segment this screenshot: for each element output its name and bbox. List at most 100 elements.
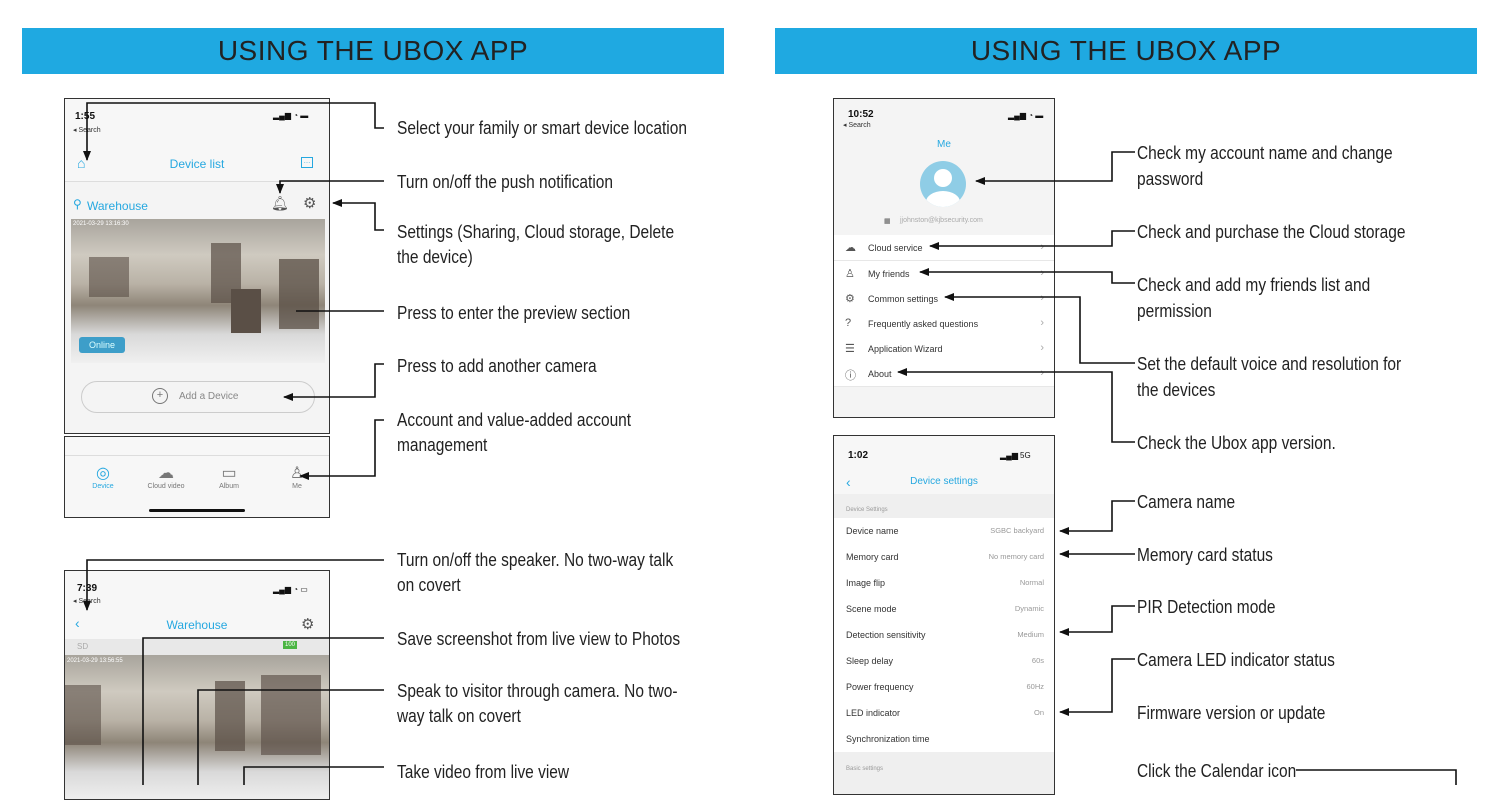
notification-bell-icon[interactable]: 🔔︎ (271, 195, 289, 211)
annotation: Settings (Sharing, Cloud storage, Delete (397, 222, 675, 242)
row-synchronization-time[interactable]: Synchronization time (834, 726, 1054, 752)
live-view-title: Warehouse (166, 618, 228, 632)
settings-gear-icon[interactable]: ⚙ (303, 195, 317, 212)
live-video-feed[interactable]: 2021-03-29 13:56:55 (65, 655, 329, 799)
add-plus-icon: + (152, 388, 168, 404)
annotation: PIR Detection mode (1137, 597, 1276, 617)
menu-label: Cloud service (868, 243, 923, 253)
avatar[interactable] (920, 161, 966, 207)
quality-label[interactable]: SD (77, 642, 89, 651)
camera-timestamp: 2021-03-29 13:16:30 (73, 221, 129, 227)
section-basic-settings: Basic settings (846, 766, 884, 772)
menu-label: Frequently asked questions (868, 319, 979, 329)
annotation: permission (1137, 301, 1212, 321)
live-view-screenshot: 7:39 ◂ Search ▂▄▆ ◔ ▭ ‹ Warehouse ⚙ SD 1… (64, 570, 330, 800)
annotation: Account and value-added account (397, 410, 632, 430)
tab-album[interactable]: ▭ Album (209, 463, 249, 490)
row-scene-mode[interactable]: Scene mode Dynamic (834, 596, 1054, 622)
status-icons: ▂▄▆ ◔ ▬ (273, 111, 309, 120)
status-icons: ▂▄▆ ◔ ▭ (273, 585, 308, 594)
add-device-label: Add a Device (179, 391, 239, 402)
device-settings-title: Device settings (910, 476, 978, 487)
qr-icon[interactable]: ▦ (884, 218, 891, 225)
menu-my-friends[interactable]: ♙My friends› (834, 261, 1054, 287)
settings-gear-icon[interactable]: ⚙ (301, 616, 315, 633)
annotation: the device) (397, 247, 473, 267)
row-label: Image flip (846, 578, 886, 588)
section-device-settings: Device Settings (846, 507, 888, 513)
annotation: Turn on/off the speaker. No two-way talk (397, 550, 674, 570)
chevron-right-icon: › (1040, 342, 1044, 354)
annotation: Turn on/off the push notification (397, 172, 614, 192)
location-pin-icon: ⚲ (73, 197, 82, 211)
chevron-right-icon: › (1040, 367, 1044, 379)
device-settings-screenshot: 1:02 ▂▄▆ 5G ‹ Device settings Device Set… (833, 435, 1055, 795)
me-title: Me (937, 139, 951, 150)
row-value: 60s (1031, 656, 1044, 665)
chevron-right-icon: › (1040, 317, 1044, 329)
annotation: Press to add another camera (397, 356, 597, 376)
sliders-icon: ☰ (845, 343, 855, 355)
menu-about[interactable]: ⓘ About › (834, 361, 1054, 387)
row-label: Scene mode (846, 604, 897, 614)
album-icon: ▭ (221, 465, 237, 482)
annotation: Save screenshot from live view to Photos (397, 629, 681, 649)
tab-bar-screenshot: ◎ Device ☁ Cloud video ▭ Album ♙ Me (64, 436, 330, 518)
friends-icon: ♙ (845, 268, 855, 280)
row-value: On (1033, 708, 1044, 717)
home-icon[interactable]: ⌂ (77, 155, 86, 171)
tab-album-label: Album (219, 483, 239, 490)
row-sleep-delay[interactable]: Sleep delay 60s (834, 648, 1054, 674)
menu-label: Application Wizard (868, 344, 943, 354)
menu-faq[interactable]: ?Frequently asked questions› (834, 311, 1054, 337)
annotation: Click the Calendar icon (1137, 761, 1297, 781)
camera-thumbnail[interactable]: 2021-03-29 13:16:30 Online (71, 219, 325, 363)
row-value: Normal (1019, 578, 1044, 587)
menu-cloud-service[interactable]: ☁Cloud service› (834, 235, 1054, 261)
more-icon[interactable]: … (301, 157, 313, 168)
annotation: Camera name (1137, 492, 1236, 512)
cloud-video-icon: ☁ (158, 465, 174, 482)
row-value: Dynamic (1014, 604, 1044, 613)
annotation: Check and purchase the Cloud storage (1137, 222, 1406, 242)
location-name[interactable]: Warehouse (87, 199, 148, 213)
tab-device[interactable]: ◎ Device (83, 463, 123, 490)
annotation: management (397, 435, 488, 455)
chevron-right-icon: › (1040, 267, 1044, 279)
annotation: Select your family or smart device locat… (397, 118, 687, 138)
annotation: Check and add my friends list and (1137, 275, 1371, 295)
status-icons: ▂▄▆ ◔ ▬ (1008, 111, 1044, 120)
device-list-screenshot: 1:55 ◂ Search ▂▄▆ ◔ ▬ ⌂ Device list … ⚲ … (64, 98, 330, 434)
annotation: way talk on covert (397, 706, 521, 726)
row-label: Synchronization time (846, 734, 930, 744)
right-banner: USING THE UBOX APP (775, 28, 1477, 74)
status-icons: ▂▄▆ (1000, 451, 1018, 460)
battery-badge: 100 (283, 641, 298, 649)
status-time: 1:02 (848, 450, 869, 461)
left-banner: USING THE UBOX APP (22, 28, 724, 74)
back-chevron-icon[interactable]: ‹ (846, 474, 851, 490)
annotation: Speak to visitor through camera. No two- (397, 681, 678, 701)
status-time: 1:55 (75, 111, 96, 122)
info-icon: ⓘ (845, 370, 856, 382)
annotation: Set the default voice and resolution for (1137, 354, 1402, 374)
device-tab-icon: ◎ (96, 465, 110, 482)
row-label: Sleep delay (846, 656, 894, 666)
chevron-right-icon: › (1040, 292, 1044, 304)
tab-device-label: Device (92, 483, 114, 490)
back-chevron-icon[interactable]: ‹ (75, 615, 80, 631)
online-badge: Online (79, 337, 126, 353)
row-value: No memory card (988, 552, 1044, 561)
tab-cloud-video[interactable]: ☁ Cloud video (143, 463, 189, 490)
account-email: jjohnston@kjbsecurity.com (900, 217, 983, 224)
annotation: the devices (1137, 380, 1216, 400)
row-image-flip[interactable]: Image flip Normal (834, 570, 1054, 596)
back-search[interactable]: ◂ Search (843, 122, 871, 129)
menu-label: About (868, 369, 892, 379)
tab-me-label: Me (292, 483, 302, 490)
